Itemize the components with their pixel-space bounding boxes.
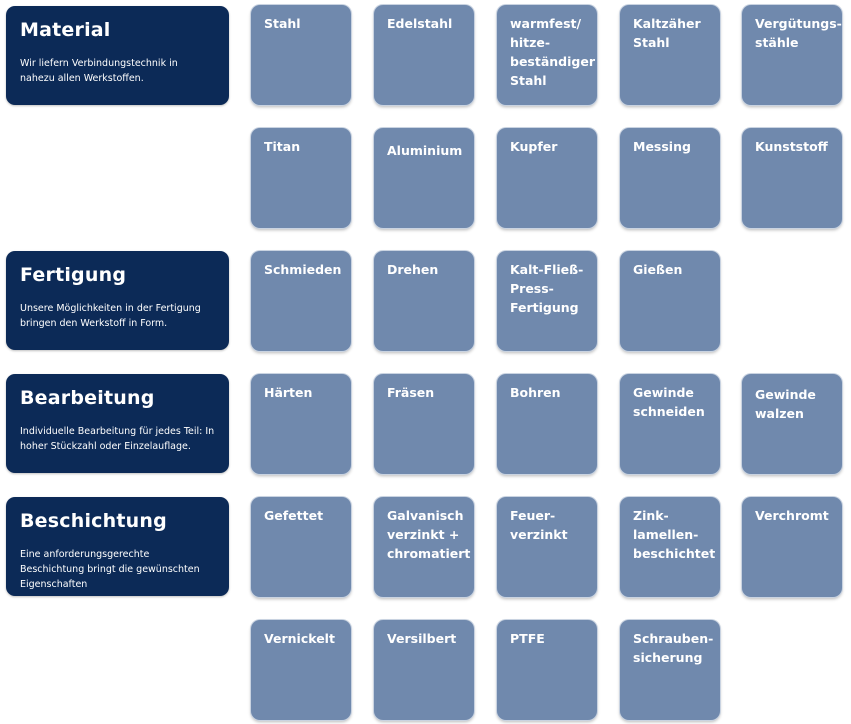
category-bearbeitung: Bearbeitung Individuelle Bearbeitung für…: [6, 374, 229, 473]
category-title: Beschichtung: [20, 510, 167, 532]
tile-galvanisch-verzinkt-chromatiert[interactable]: Galvanisch verzinkt + chromatiert: [374, 497, 474, 597]
tile-titan[interactable]: Titan: [251, 128, 351, 228]
category-title: Bearbeitung: [20, 387, 155, 409]
category-title: Fertigung: [20, 264, 127, 286]
tile-drehen[interactable]: Drehen: [374, 251, 474, 351]
category-description: Unsere Möglichkeiten in der Fertigung br…: [20, 303, 201, 329]
tile-warmfest-hitzebestaendiger-stahl[interactable]: warmfest/ hitze- beständiger Stahl: [497, 5, 597, 105]
tile-gewinde-schneiden[interactable]: Gewinde schneiden: [620, 374, 720, 474]
category-beschichtung: Beschichtung Eine anforderungsgerechte B…: [6, 497, 229, 596]
category-material: Material Wir liefern Verbindungstechnik …: [6, 6, 229, 105]
tile-messing[interactable]: Messing: [620, 128, 720, 228]
category-fertigung: Fertigung Unsere Möglichkeiten in der Fe…: [6, 251, 229, 350]
tile-vernickelt[interactable]: Vernickelt: [251, 620, 351, 720]
category-title: Material: [20, 19, 111, 41]
tile-kunststoff[interactable]: Kunststoff: [742, 128, 842, 228]
category-description: Wir liefern Verbindungstechnik in nahezu…: [20, 58, 178, 84]
tile-versilbert[interactable]: Versilbert: [374, 620, 474, 720]
tile-stahl[interactable]: Stahl: [251, 5, 351, 105]
tile-verchromt[interactable]: Verchromt: [742, 497, 842, 597]
category-description: Individuelle Bearbeitung für jedes Teil:…: [20, 426, 215, 452]
tile-aluminium[interactable]: Aluminium: [374, 128, 474, 228]
tile-gefettet[interactable]: Gefettet: [251, 497, 351, 597]
tile-fraesen[interactable]: Fräsen: [374, 374, 474, 474]
tile-schmieden[interactable]: Schmieden: [251, 251, 351, 351]
tile-kaltzaeher-stahl[interactable]: Kaltzäher Stahl: [620, 5, 720, 105]
tile-verguetungsstaehle[interactable]: Vergütungs- stähle: [742, 5, 842, 105]
tile-gewinde-walzen[interactable]: Gewinde walzen: [742, 374, 842, 474]
tile-zinklamellenbeschichtet[interactable]: Zink- lamellen- beschichtet: [620, 497, 720, 597]
tile-ptfe[interactable]: PTFE: [497, 620, 597, 720]
tile-feuerverzinkt[interactable]: Feuer- verzinkt: [497, 497, 597, 597]
tile-haerten[interactable]: Härten: [251, 374, 351, 474]
tile-schraubensicherung[interactable]: Schrauben- sicherung: [620, 620, 720, 720]
category-description: Eine anforderungsgerechte Beschichtung b…: [20, 549, 200, 590]
tile-kalt-fliess-press-fertigung[interactable]: Kalt-Fließ- Press- Fertigung: [497, 251, 597, 351]
tile-edelstahl[interactable]: Edelstahl: [374, 5, 474, 105]
tile-bohren[interactable]: Bohren: [497, 374, 597, 474]
tile-kupfer[interactable]: Kupfer: [497, 128, 597, 228]
tile-giessen[interactable]: Gießen: [620, 251, 720, 351]
